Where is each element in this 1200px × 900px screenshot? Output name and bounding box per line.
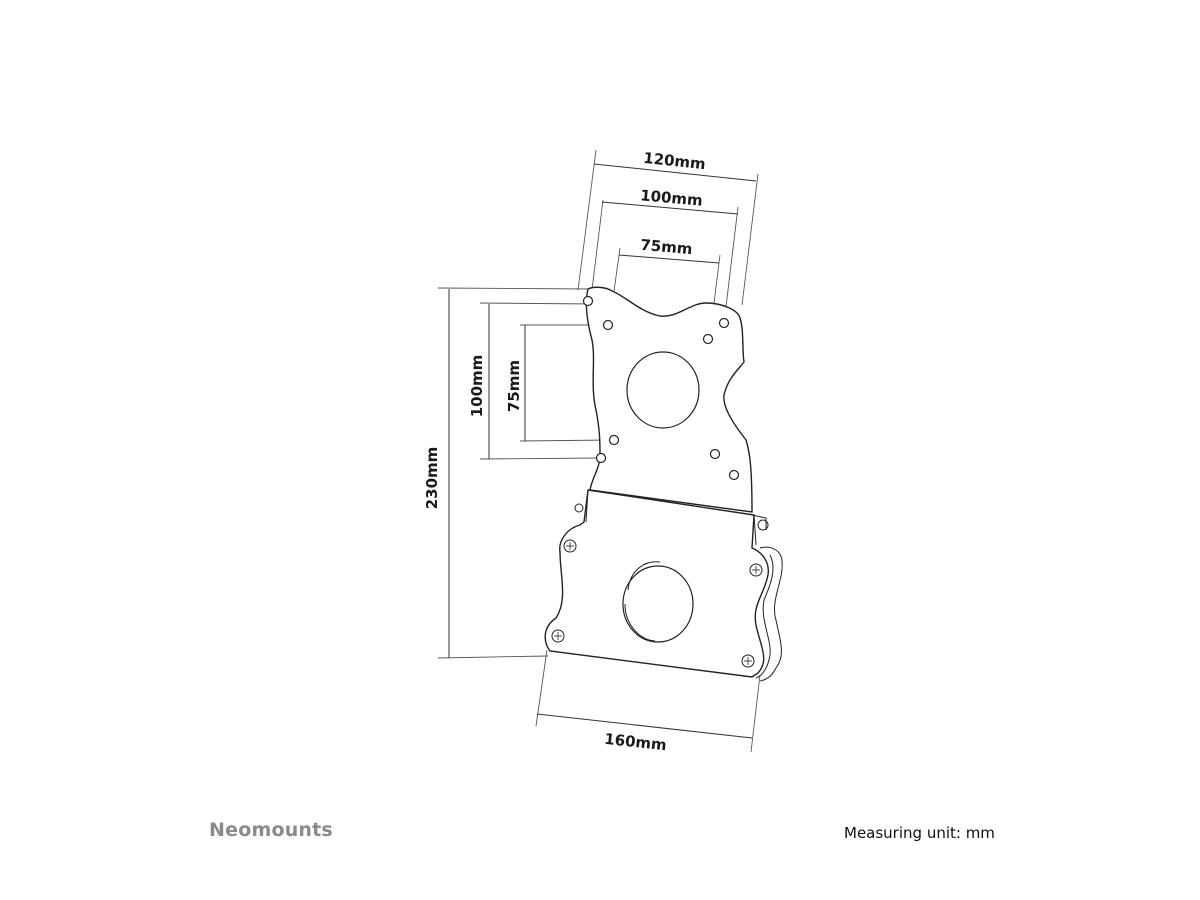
dimension-230mm: 230mm <box>423 287 593 659</box>
screw <box>749 563 763 577</box>
dim-label-100mm: 100mm <box>639 186 703 209</box>
screw <box>741 654 755 668</box>
dim-label-75mm: 75mm <box>640 236 694 258</box>
dimension-120mm: 120mm <box>577 149 759 306</box>
dim-label-100mm-vertical: 100mm <box>468 355 486 418</box>
measuring-unit-label: Measuring unit: mm <box>844 824 995 842</box>
dimension-100mm-vertical: 100mm <box>468 302 601 460</box>
dim-label-75mm-vertical: 75mm <box>505 360 523 412</box>
brand-logo-text: Neomounts <box>209 819 333 841</box>
lower-plate <box>544 489 783 682</box>
screw <box>551 629 565 643</box>
dimension-100mm-horizontal: 100mm <box>590 186 739 316</box>
dimension-75mm-vertical: 75mm <box>505 324 613 442</box>
dim-label-120mm: 120mm <box>642 149 706 173</box>
upper-plate <box>582 286 753 513</box>
dim-label-160mm: 160mm <box>603 730 667 754</box>
screw <box>563 539 577 553</box>
dim-label-230mm: 230mm <box>423 447 441 510</box>
